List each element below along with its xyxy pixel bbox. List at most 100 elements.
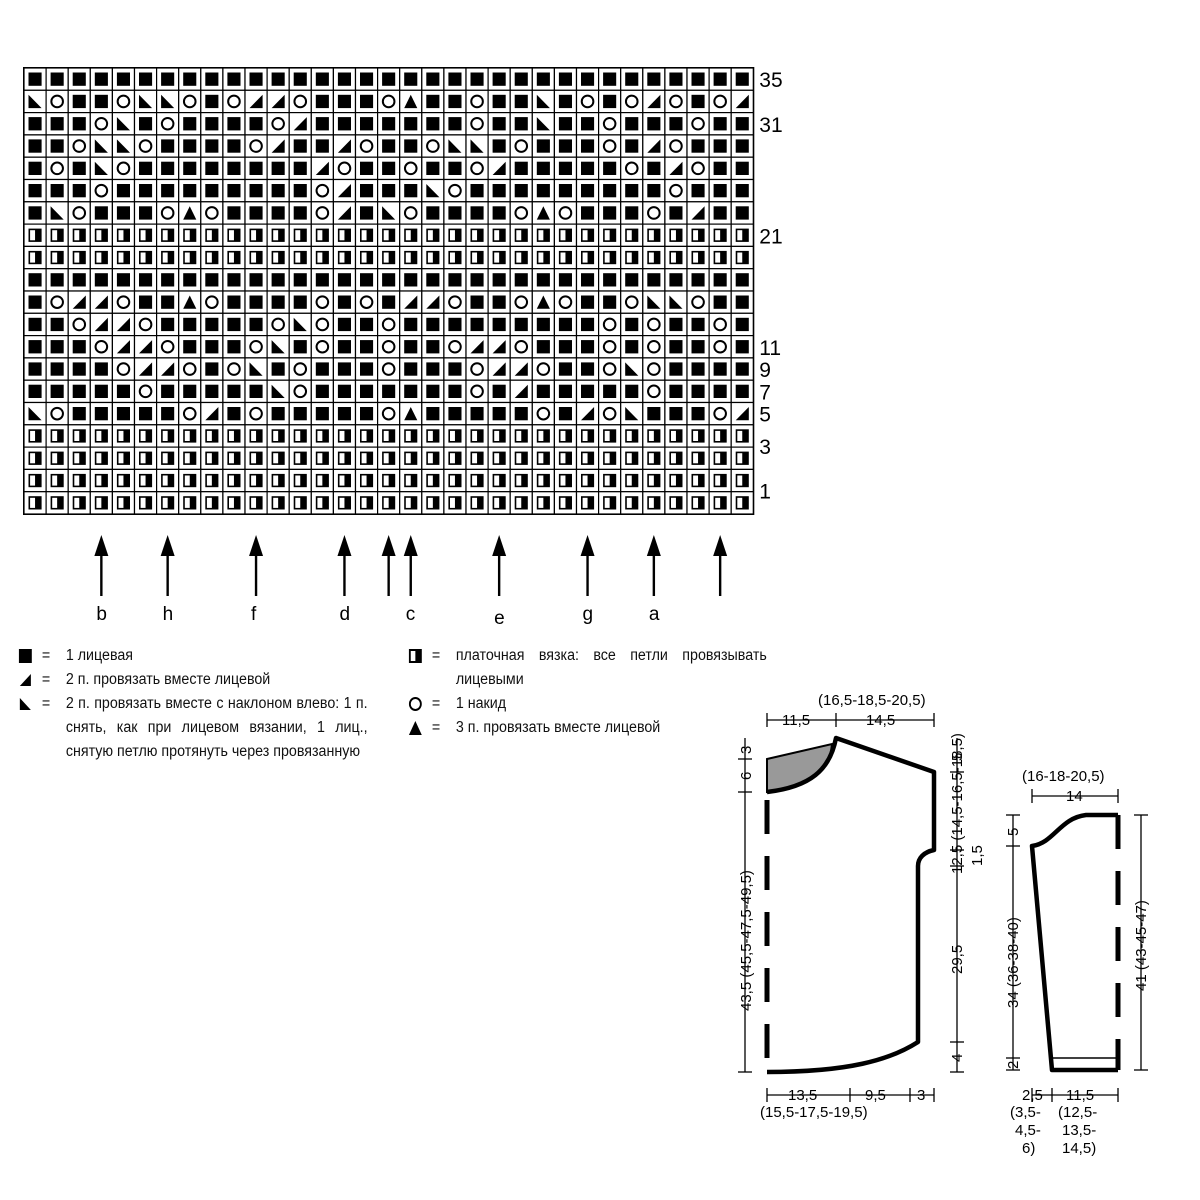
chart-cell <box>708 357 732 381</box>
chart-cell <box>465 446 489 471</box>
chart-cell <box>531 67 555 91</box>
chart-cell <box>111 401 136 426</box>
chart-cell <box>531 134 555 158</box>
chart-cell <box>332 178 357 203</box>
chart-cell <box>156 89 180 114</box>
chart-cell <box>377 379 401 404</box>
chart-cell <box>686 201 710 225</box>
chart-cell <box>509 245 533 270</box>
chart-cell <box>67 290 91 314</box>
chart-cell <box>23 268 47 292</box>
chart-cell <box>200 89 224 114</box>
chart-cell <box>111 335 136 359</box>
sleeve-bottom-sizes-left-3: 6) <box>1022 1140 1035 1157</box>
chart-cell <box>686 468 710 493</box>
chart-cell <box>664 89 688 114</box>
chart-cell <box>642 446 666 471</box>
chart-cell <box>89 67 114 91</box>
chart-cell <box>310 178 334 203</box>
chart-cell <box>708 111 732 136</box>
chart-cell <box>509 89 533 114</box>
chart-cell <box>156 268 180 292</box>
chart-cell <box>178 357 202 381</box>
chart-cell <box>399 312 423 337</box>
chart-cell <box>575 67 600 91</box>
chart-cell <box>642 268 666 292</box>
chart-cell <box>288 268 312 292</box>
chart-cell <box>288 335 312 359</box>
chart-cell <box>244 468 268 493</box>
section-arrow-label: f <box>251 604 257 625</box>
legend-ssk: = 2 п. провязать вместе с наклоном влево… <box>18 692 368 764</box>
chart-cell <box>288 446 312 471</box>
chart-cell <box>730 156 754 181</box>
chart-cell <box>509 156 533 181</box>
legend-k2tog: = 2 п. провязать вместе лицевой <box>18 668 368 692</box>
chart-cell <box>178 89 202 114</box>
legend-right: = платочная вязка: все петли провязывать… <box>408 644 767 740</box>
chart-cell <box>597 67 622 91</box>
chart-cell <box>487 156 511 181</box>
chart-cell <box>620 223 644 248</box>
chart-cell <box>553 89 578 114</box>
chart-cell <box>597 223 622 248</box>
chart-cell <box>487 223 511 248</box>
chart-cell <box>531 156 555 181</box>
chart-cell <box>354 67 379 91</box>
chart-cell <box>377 401 401 426</box>
chart-cell <box>23 245 47 270</box>
chart-cell <box>597 111 622 136</box>
chart-cell <box>266 357 290 381</box>
chart-cell <box>487 89 511 114</box>
chart-cell <box>111 178 136 203</box>
chart-cell <box>23 424 47 448</box>
chart-cell <box>509 335 533 359</box>
section-arrow-label: c <box>406 604 416 625</box>
chart-cell <box>332 89 357 114</box>
chart-cell <box>332 111 357 136</box>
legend-equals: = <box>41 647 51 664</box>
chart-cell <box>575 424 600 448</box>
chart-cell <box>421 335 445 359</box>
section-arrow <box>713 535 728 596</box>
chart-cell <box>178 446 202 471</box>
chart-cell <box>443 201 467 225</box>
chart-cell <box>288 245 312 270</box>
chart-cell <box>443 424 467 448</box>
chart-cell <box>686 223 710 248</box>
chart-cell <box>730 245 754 270</box>
chart-cell <box>133 401 158 426</box>
chart-cell <box>686 67 710 91</box>
chart-cell <box>553 156 578 181</box>
chart-cell <box>89 468 114 493</box>
chart-cell <box>332 335 357 359</box>
chart-cell <box>708 312 732 337</box>
chart-cell <box>487 201 511 225</box>
chart-cell <box>686 134 710 158</box>
front-top-right: 14,5 <box>866 712 895 729</box>
chart-cell <box>730 268 754 292</box>
chart-cell <box>730 67 754 91</box>
chart-cell <box>178 401 202 426</box>
chart-cell <box>354 201 379 225</box>
chart-cell <box>45 290 69 314</box>
chart-cell <box>156 223 180 248</box>
chart-cell <box>200 67 224 91</box>
chart-cell <box>465 401 489 426</box>
sleeve-dimension-labels: (16-18-20,5) 14 5 34 (36-38-40) 2 41 (43… <box>1005 768 1150 1157</box>
chart-cell <box>730 201 754 225</box>
chart-cell <box>310 245 334 270</box>
chart-cell <box>730 312 754 337</box>
chart-cell <box>487 312 511 337</box>
chart-cell <box>89 491 114 515</box>
chart-cell <box>443 290 467 314</box>
chart-cell <box>266 335 290 359</box>
chart-cell <box>244 268 268 292</box>
chart-cell <box>67 134 91 158</box>
chart-cell <box>111 424 136 448</box>
chart-cell <box>399 134 423 158</box>
chart-cell <box>354 312 379 337</box>
chart-cell <box>465 424 489 448</box>
chart-cell <box>664 491 688 515</box>
chart-cell <box>67 178 91 203</box>
